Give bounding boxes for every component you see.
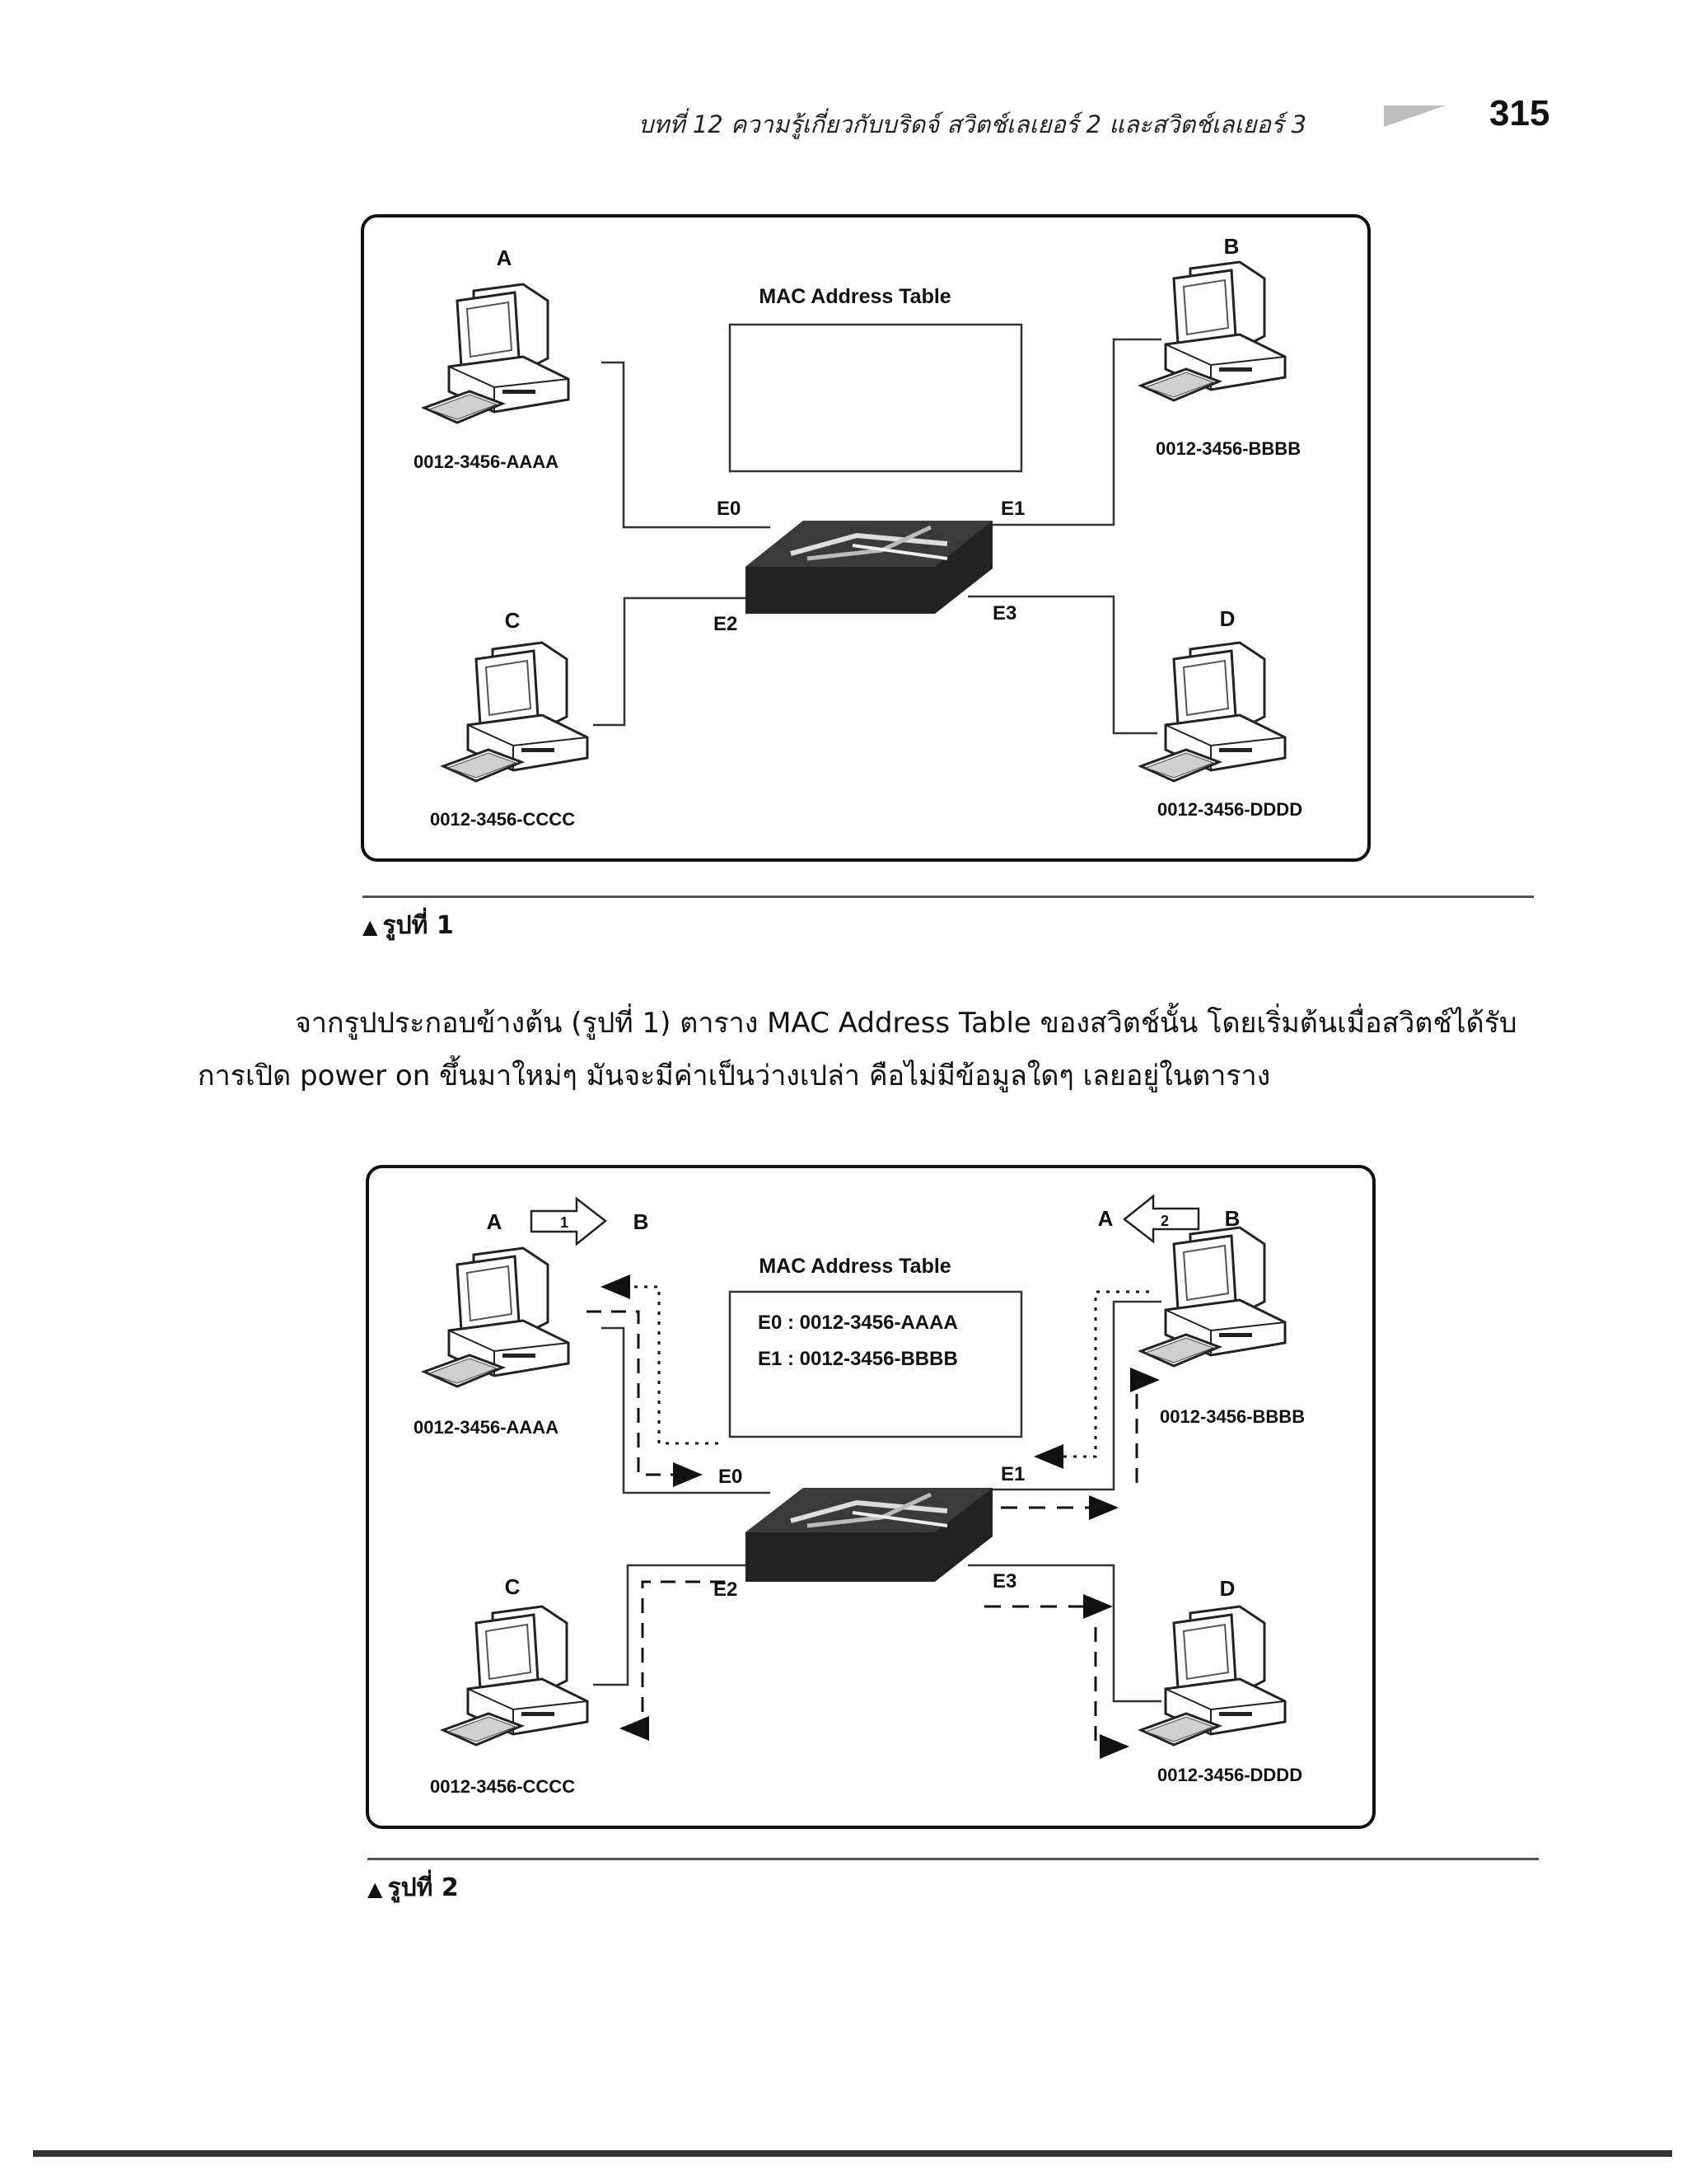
link-e3-d	[968, 1564, 1161, 1703]
host-c-mac: 0012-3456-CCCC	[430, 1776, 575, 1797]
mac-address-table	[728, 323, 1023, 473]
figure-1-caption-text: รูปที่ 1	[382, 911, 454, 940]
port-e3-label: E3	[993, 602, 1016, 624]
header-decoration	[1384, 105, 1446, 127]
flow-to-b	[1130, 1368, 1160, 1483]
host-a-label: A	[497, 246, 512, 270]
figure-2: MAC Address Table E0 : 0012-3456-AAAA E1…	[366, 1165, 1376, 1829]
host-c-label: C	[505, 1574, 521, 1599]
flow-to-c	[619, 1580, 725, 1741]
computer-a-icon	[423, 283, 570, 424]
flow2-arrow-icon	[1122, 1194, 1200, 1244]
figure-2-caption-text: รูปที่ 2	[387, 1873, 459, 1902]
flow-to-d	[1094, 1627, 1129, 1759]
figure-2-caption: ▲รูปที่ 2	[367, 1868, 459, 1907]
triangle-icon: ▲	[362, 915, 378, 938]
link-a-e0	[601, 361, 770, 529]
figure-1-frame	[361, 214, 1371, 862]
flow2-from-label: B	[1225, 1206, 1241, 1231]
computer-c-icon	[442, 641, 589, 783]
flow1-to-label: B	[633, 1209, 649, 1234]
figure-2-rule	[367, 1858, 1539, 1860]
computer-a-icon	[423, 1246, 570, 1388]
port-e2-label: E2	[713, 1578, 737, 1601]
computer-d-icon	[1139, 1605, 1287, 1747]
computer-c-icon	[442, 1605, 589, 1747]
chapter-title: บทที่ 12 ความรู้เกี่ยวกับบริดจ์ สวิตช์เล…	[638, 110, 1307, 138]
flow1-step-label: 1	[560, 1214, 568, 1231]
port-e0-label: E0	[717, 498, 741, 520]
port-e1-label: E1	[1001, 498, 1025, 520]
flow1-arrow-icon	[530, 1196, 608, 1246]
mac-table-entry-e0: E0 : 0012-3456-AAAA	[758, 1312, 958, 1334]
host-d-mac: 0012-3456-DDDD	[1157, 799, 1302, 820]
flow1-from-label: A	[487, 1209, 502, 1234]
link-a-e0	[601, 1326, 770, 1494]
computer-b-icon	[1139, 260, 1287, 402]
figure-1-caption: ▲รูปที่ 1	[362, 906, 454, 945]
flow-b-to-e1	[1034, 1290, 1149, 1469]
switch-icon	[745, 521, 993, 614]
host-d-label: D	[1220, 606, 1236, 631]
host-b-label: B	[1224, 234, 1240, 259]
port-e2-label: E2	[713, 613, 737, 635]
figure-1: MAC Address Table E0 E1 E2 E3 A 0012-345…	[361, 214, 1371, 862]
port-e1-label: E1	[1001, 1463, 1025, 1485]
mac-table-title: MAC Address Table	[759, 1255, 951, 1278]
host-a-mac: 0012-3456-AAAA	[414, 1417, 558, 1438]
port-e3-label: E3	[993, 1570, 1016, 1592]
host-c-mac: 0012-3456-CCCC	[430, 809, 575, 830]
link-e1-b	[993, 338, 1161, 526]
figure-2-frame	[366, 1165, 1376, 1829]
mac-table-title: MAC Address Table	[759, 285, 951, 308]
body-paragraph: จากรูปประกอบข้างต้น (รูปที่ 1) ตาราง MAC…	[198, 1007, 1517, 1092]
footer-rule	[33, 2150, 1672, 2157]
host-a-mac: 0012-3456-AAAA	[414, 451, 558, 472]
mac-address-table	[728, 1290, 1023, 1438]
flow-e0-to-a	[600, 1274, 718, 1445]
figure-1-rule	[362, 896, 1534, 898]
link-c-e2	[593, 596, 754, 727]
switch-icon	[745, 1488, 993, 1582]
host-b-mac: 0012-3456-BBBB	[1160, 1406, 1305, 1427]
link-e1-b	[993, 1300, 1161, 1491]
link-e3-d	[968, 595, 1157, 735]
computer-d-icon	[1139, 641, 1287, 783]
triangle-icon: ▲	[367, 1878, 383, 1901]
port-e0-label: E0	[718, 1466, 742, 1488]
flow2-step-label: 2	[1161, 1213, 1169, 1229]
flow-a-to-e0	[586, 1310, 703, 1487]
computer-b-icon	[1139, 1226, 1287, 1368]
host-d-label: D	[1220, 1576, 1236, 1601]
host-c-label: C	[505, 608, 521, 633]
host-d-mac: 0012-3456-DDDD	[1157, 1765, 1302, 1785]
mac-table-entry-e1: E1 : 0012-3456-BBBB	[758, 1348, 958, 1370]
flow2-to-label: A	[1098, 1206, 1114, 1231]
link-c-e2	[593, 1564, 754, 1686]
host-b-mac: 0012-3456-BBBB	[1156, 438, 1301, 459]
page-number: 315	[1489, 93, 1550, 133]
